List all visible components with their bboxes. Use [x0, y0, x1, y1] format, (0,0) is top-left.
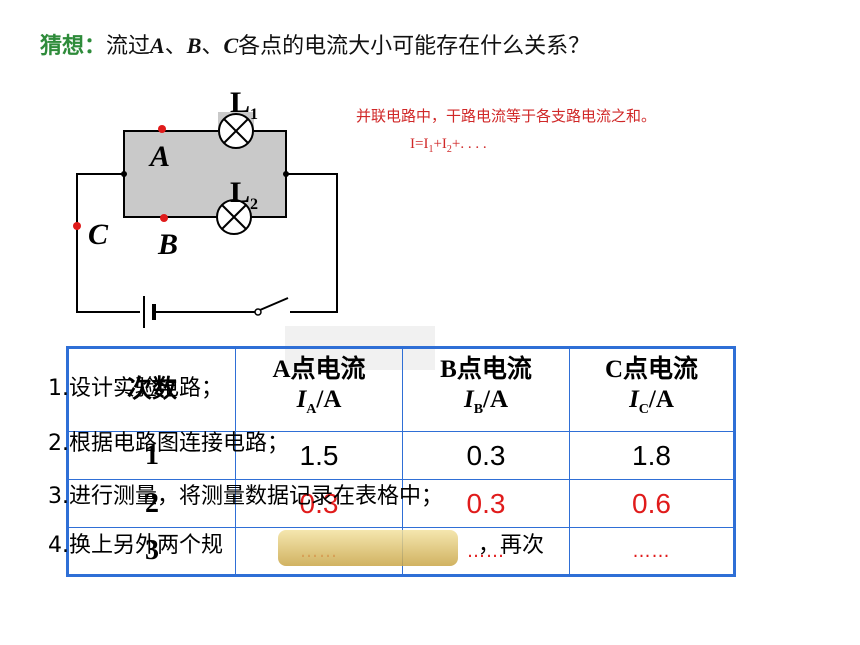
cell-c: …… — [632, 540, 671, 562]
step-2: 2.根据电路图连接电路； — [48, 431, 289, 456]
point-a-dot — [158, 125, 166, 133]
switch-lever — [259, 297, 289, 311]
lamp2-cross2 — [221, 204, 247, 230]
lamp2-label: L2 — [230, 176, 259, 213]
lamp1-cross2 — [223, 118, 249, 144]
junction-right — [283, 171, 289, 177]
battery-image — [278, 530, 458, 566]
step-4: 4.换上另外两个规 — [48, 533, 223, 558]
current-formula: I=I1+I2+. . . . — [410, 136, 487, 155]
step-3: 3.进行测量，将测量数据记录在表格中； — [48, 484, 443, 509]
junction-left — [121, 171, 127, 177]
header-count: 次数 — [67, 347, 236, 432]
cell-c: 1.8 — [632, 439, 671, 471]
table-row: 1 1.5 0.3 1.8 — [67, 431, 735, 480]
point-b-dot — [160, 214, 168, 222]
row-number: 3 — [145, 535, 159, 566]
label-a: A — [150, 140, 171, 173]
cell-a: 0.3 — [299, 487, 339, 519]
cell-a: 1.5 — [299, 439, 339, 471]
page-title: 猜想：流过A、B、C各点的电流大小可能存在什么关系？ — [40, 33, 591, 59]
cell-b: 0.3 — [466, 487, 506, 519]
row-number: 1 — [145, 439, 159, 471]
parallel-branch-area — [123, 130, 287, 218]
conclusion-text: 并联电路中，干路电流等于各支路电流之和。 — [356, 107, 657, 125]
label-c: C — [88, 218, 109, 251]
title-lead: 猜想 — [40, 34, 85, 59]
step-1: 1.设计实验电路； — [48, 376, 223, 401]
cell-b: …… — [467, 540, 505, 562]
main-wire — [76, 173, 140, 313]
main-wire-right — [286, 173, 338, 313]
point-c-dot — [73, 222, 81, 230]
lamp1-label: L1 — [230, 86, 259, 123]
label-b: B — [158, 228, 179, 261]
switch-contact — [254, 308, 262, 316]
row-number: 2 — [145, 487, 159, 519]
table-row: 2 0.3 0.3 0.6 — [67, 479, 735, 528]
cell-c: 0.6 — [632, 487, 671, 519]
step-4-tail: ，再次 — [478, 533, 545, 558]
cell-b: 0.3 — [466, 439, 506, 471]
